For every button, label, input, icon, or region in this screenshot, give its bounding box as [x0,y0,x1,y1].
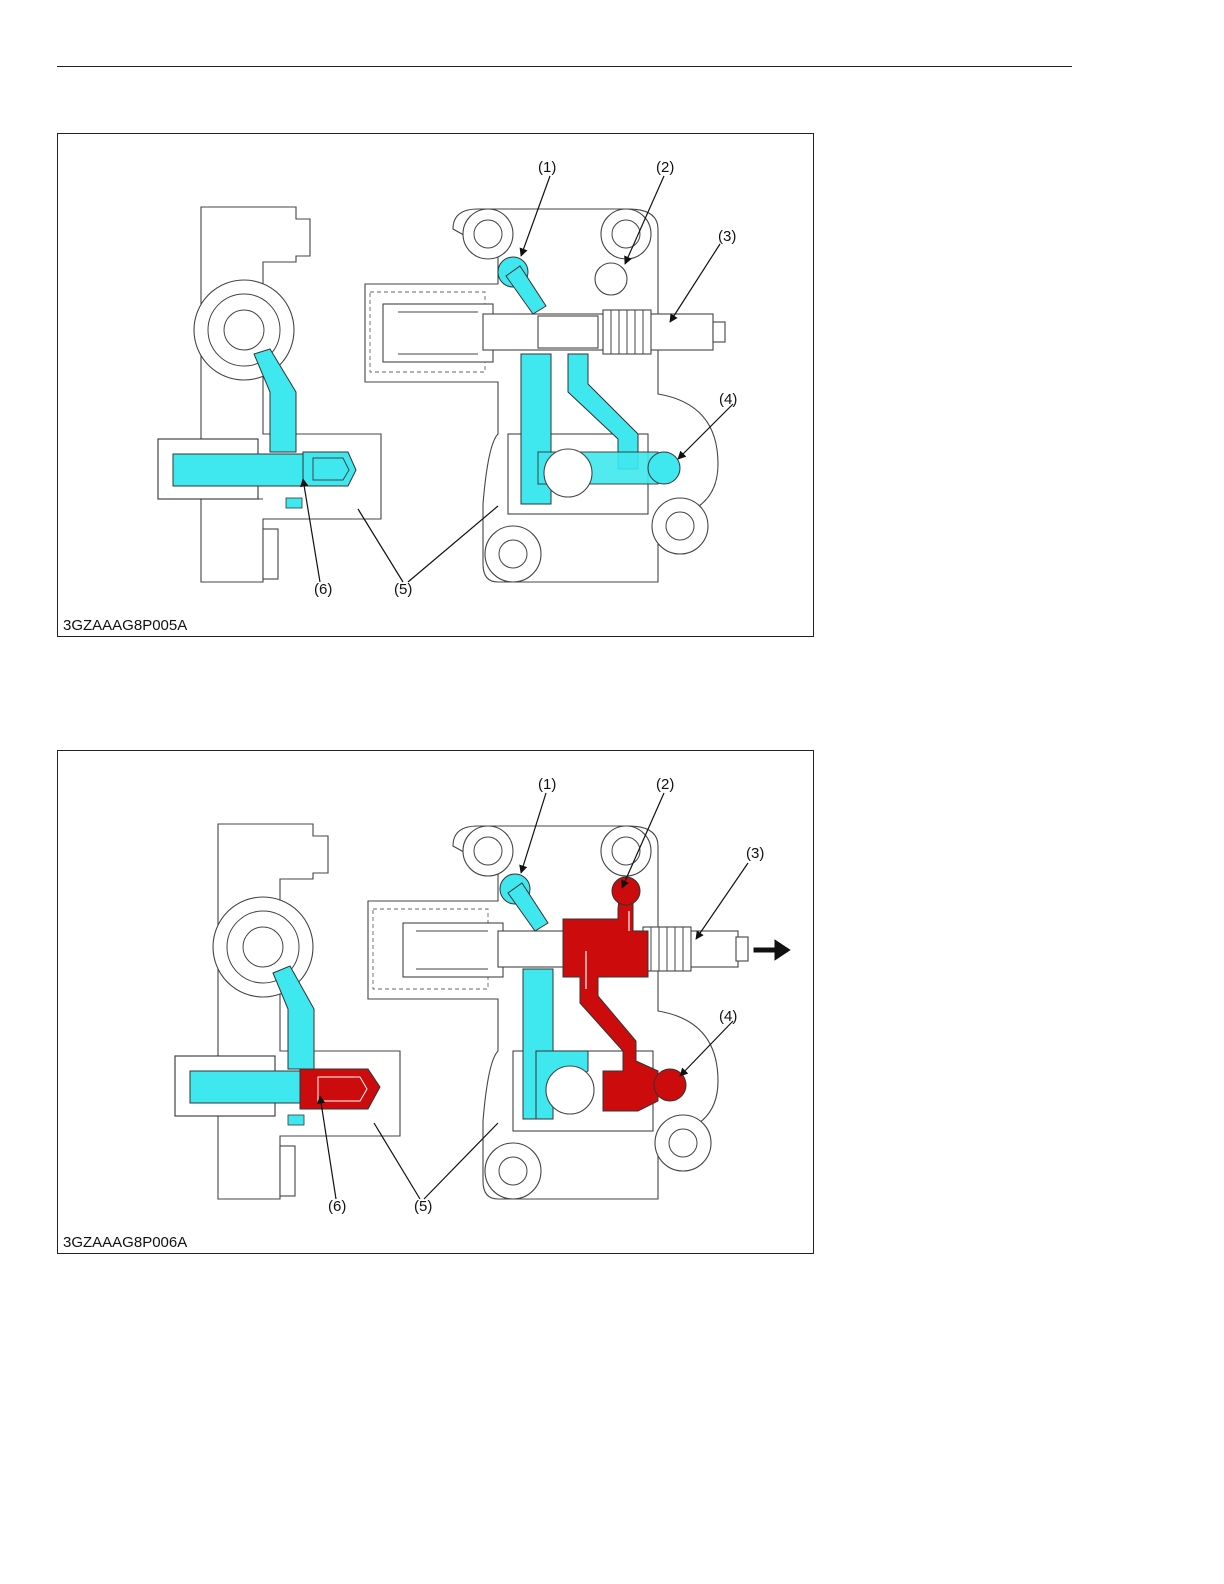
callout-3: (3) [746,845,764,862]
figure-code: 3GZAAAG8P005A [63,617,187,634]
callout-3: (3) [718,228,736,245]
callout-2: (2) [656,159,674,176]
figure-code: 3GZAAAG8P006A [63,1234,187,1251]
callout-6: (6) [314,581,332,598]
callout-1: (1) [538,776,556,793]
callout-5: (5) [414,1198,432,1215]
callout-6: (6) [328,1198,346,1215]
callout-2: (2) [656,776,674,793]
callout-1: (1) [538,159,556,176]
valve-diagram-pulled: (1) (2) (3) (4) (5) (6) [58,751,815,1255]
callout-4: (4) [719,391,737,408]
callout-5: (5) [394,581,412,598]
right-arrow-icon [755,942,788,958]
header-rule [57,66,1072,67]
callout-4: (4) [719,1008,737,1025]
figure-valve-pulled: (1) (2) (3) (4) (5) (6) 3GZAAAG8P006A [57,750,814,1254]
valve-diagram-neutral: (1) (2) (3) (4) (5) (6) [58,134,815,638]
figure-valve-neutral: (1) (2) (3) (4) (5) (6) 3GZAAAG8P005A [57,133,814,637]
